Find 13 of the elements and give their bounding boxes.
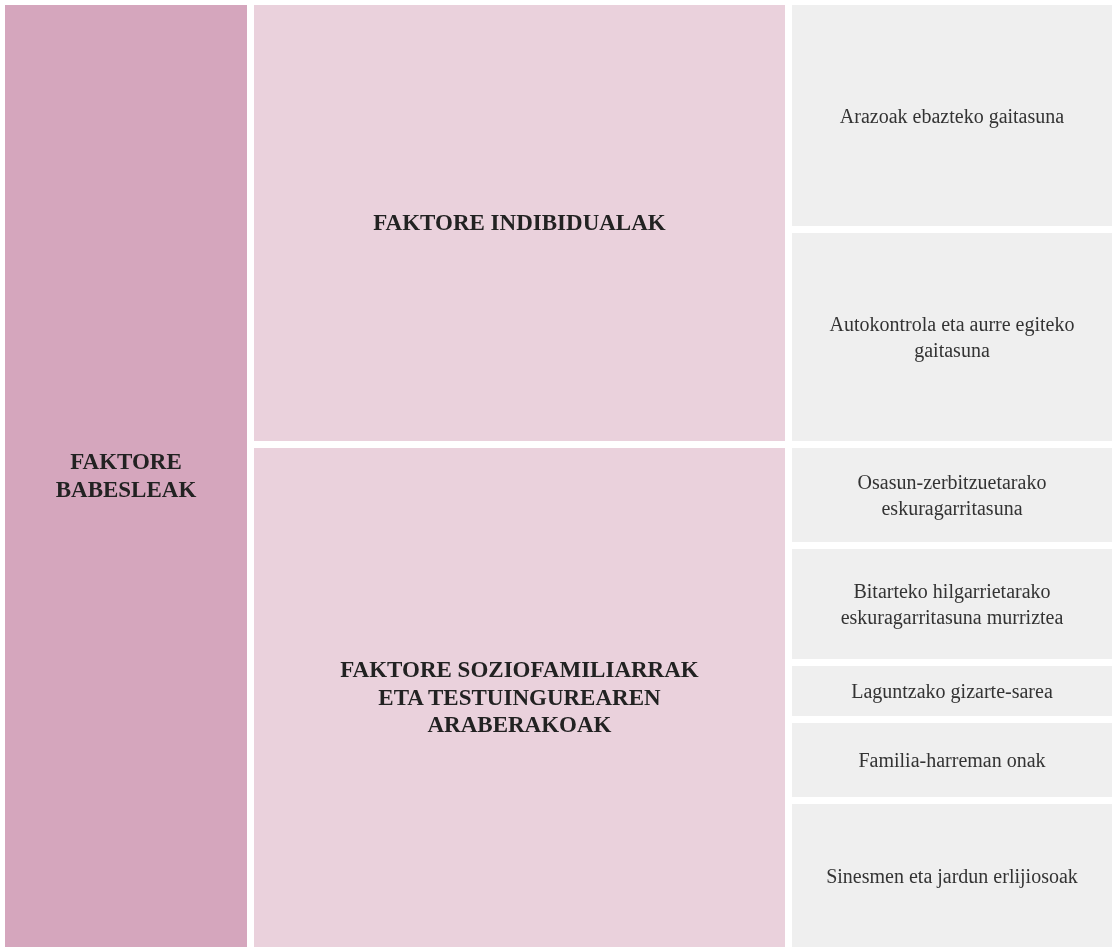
group-panel [254,448,785,947]
heading-text: FAKTORE BABESLEAK [54,448,198,504]
heading-text: FAKTORE INDIBIDUALAK [373,209,666,237]
cell-text: Arazoak ebazteko gaitasuna [839,103,1065,129]
cell-text: Sinesmen eta jardun erlijiosoak [826,863,1078,889]
heading-text: FAKTORE SOZIOFAMILIARRAK ETA TESTUINGUREAREN ARABERAKOAK [339,656,700,739]
cell-text: Bitarteko hilgarrietarako eskuragarritasuna murriztea [839,579,1065,630]
category-band [5,5,247,947]
cell-text: Osasun-zerbitzuetarako eskuragarritasuna [856,470,1048,521]
cell-text: Familia-harreman onak [858,748,1046,773]
cell-text: Autokontrola eta aurre egiteko gaitasuna [828,312,1076,363]
cell-text: Laguntzako gizarte-sarea [851,679,1053,704]
group-panel [254,5,785,441]
